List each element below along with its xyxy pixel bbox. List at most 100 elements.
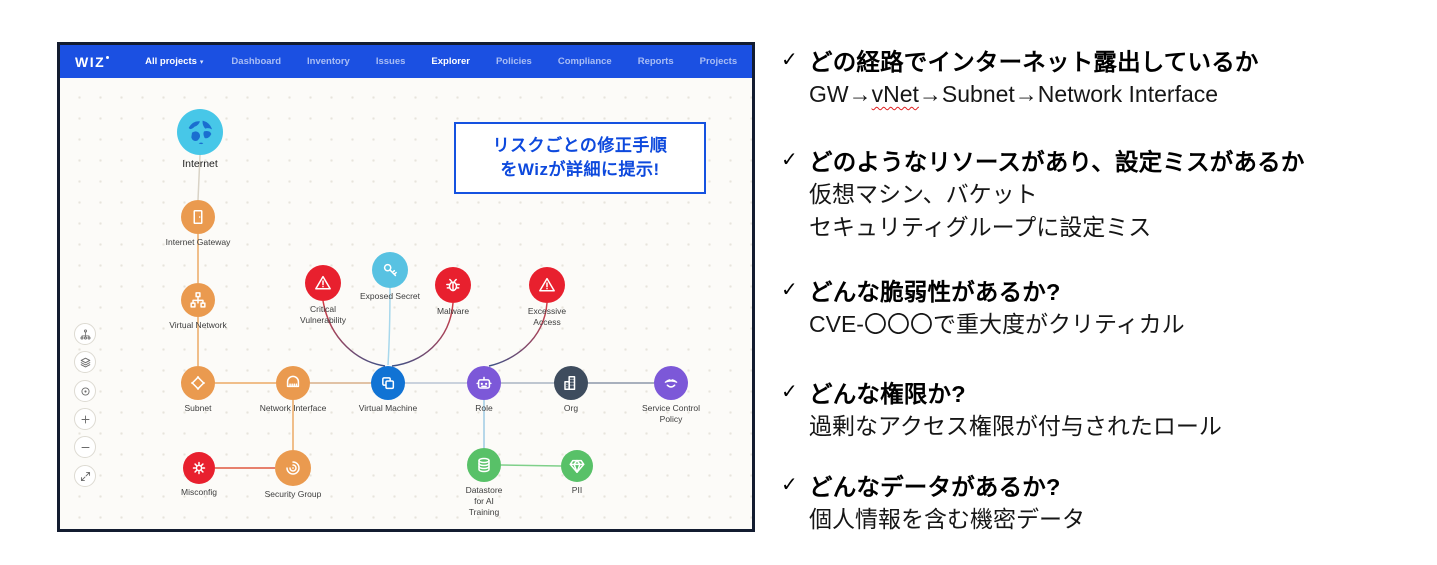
project-selector[interactable]: All projects▾ (145, 56, 203, 67)
node-label-exposed-secret: Exposed Secret (359, 291, 420, 301)
node-org[interactable] (554, 366, 588, 400)
door-icon (188, 207, 208, 227)
nav-item-compliance[interactable]: Compliance (557, 56, 612, 67)
annotation-item-5: ✓どんなデータがあるか?個人情報を含む機密データ (780, 471, 1437, 536)
nav-item-reports[interactable]: Reports (637, 56, 674, 67)
annotation-line: セキュリティグループに設定ミス (809, 214, 1152, 240)
callout-line1: リスクごとの修正手順 (492, 136, 668, 155)
logo-dot (106, 55, 110, 59)
node-label-internet-gateway: Internet Gateway (165, 237, 231, 247)
buildings-icon (561, 373, 581, 393)
warning-icon (313, 273, 333, 293)
chevron-down-icon: ▾ (199, 59, 204, 66)
node-label-misconfig: Misconfig (181, 487, 217, 497)
node-pii[interactable] (561, 450, 593, 482)
annotation-item-4: ✓ どんな権限か? 過剰なアクセス権限が付与されたロール (780, 378, 1437, 443)
node-service-control-policy[interactable] (654, 366, 688, 400)
check-icon: ✓ (781, 279, 798, 301)
expand-icon (79, 470, 92, 483)
check-icon: ✓ (781, 381, 798, 403)
nic-icon (283, 373, 303, 393)
wiz-screenshot-frame: WIZ All projects▾ Dashboard Inventory Issu… (57, 42, 755, 532)
node-label-subnet: Subnet (184, 403, 212, 413)
toolbar-tree-button[interactable] (74, 323, 96, 345)
annotation-heading: どんなデータがあるか? (809, 474, 1061, 500)
tree-icon (79, 328, 92, 341)
node-label-critical-vulnerability: Critical Vulnerability (300, 304, 346, 326)
node-datastore[interactable] (467, 448, 501, 482)
node-label-malware: Malware (436, 306, 470, 316)
node-network-interface[interactable] (276, 366, 310, 400)
nav-item-explorer[interactable]: Explorer (431, 56, 470, 67)
node-label-pii: PII (571, 485, 583, 495)
node-misconfig[interactable] (183, 452, 215, 484)
annotation-item-2: ✓ どのようなリソースがあり、設定ミスがあるか仮想マシン、バケットセキュリティグル… (780, 146, 1437, 244)
node-label-network-interface: Network Interface (259, 403, 327, 413)
layers-icon (79, 356, 92, 369)
swirl-icon (283, 458, 303, 478)
wiz-logo[interactable]: WIZ (75, 53, 110, 70)
annotation-heading: どんな権限か? (809, 381, 966, 407)
warning-icon (537, 275, 557, 295)
nav-item-inventory[interactable]: Inventory (307, 56, 350, 67)
node-label-datastore: Datastore for AI Training (465, 485, 503, 518)
node-malware[interactable] (435, 267, 471, 303)
toolbar-layers-button[interactable] (74, 351, 96, 373)
annotation-line: GW→vNet→Subnet→Network Interface (809, 81, 1219, 107)
globe-icon (184, 116, 216, 148)
nav-item-policies[interactable]: Policies (495, 56, 532, 67)
nav-item-dashboard[interactable]: Dashboard (231, 56, 282, 67)
callout-box: リスクごとの修正手順 をWizが詳細に提示! (454, 122, 706, 194)
bug-icon (443, 275, 463, 295)
annotation-heading: どんな脆弱性があるか? (809, 279, 1061, 305)
node-subnet[interactable] (181, 366, 215, 400)
annotation-line: 過剰なアクセス権限が付与されたロール (809, 413, 1222, 439)
node-label-role: Role (475, 403, 493, 413)
node-internet[interactable] (177, 109, 223, 155)
toolbar-locate-button[interactable] (74, 380, 96, 402)
annotation-list: ✓ どの経路でインターネット露出しているか GW→vNet→Subnet→Netwo… (780, 0, 1437, 565)
node-label-security-group: Security Group (264, 489, 322, 499)
callout-line2: をWizが詳細に提示! (500, 160, 660, 179)
toolbar-expand-button[interactable] (74, 465, 96, 487)
toolbar-plus-button[interactable] (74, 408, 96, 430)
node-label-virtual-machine: Virtual Machine (358, 403, 418, 413)
node-critical-vulnerability[interactable] (305, 265, 341, 301)
network-icon (188, 290, 208, 310)
node-excessive-access[interactable] (529, 267, 565, 303)
node-role[interactable] (467, 366, 501, 400)
node-label-internet: Internet (182, 158, 218, 170)
annotation-heading: どのようなリソースがあり、設定ミスがあるか (809, 149, 1305, 175)
gear-icon (189, 458, 209, 478)
nav-item-issues[interactable]: Issues (375, 56, 406, 67)
check-icon: ✓ (781, 49, 798, 71)
database-icon (474, 455, 494, 475)
node-virtual-machine[interactable] (371, 366, 405, 400)
annotation-item-1: ✓ どの経路でインターネット露出しているか GW→vNet→Subnet→Netwo… (780, 46, 1437, 111)
node-exposed-secret[interactable] (372, 252, 408, 288)
node-virtual-network[interactable] (181, 283, 215, 317)
nav-menu: Dashboard Inventory Issues Explorer Policies… (231, 56, 737, 67)
project-selector-label: All projects (145, 56, 197, 67)
vm-icon (378, 373, 398, 393)
annotation-heading: どの経路でインターネット露出しているか (809, 49, 1259, 75)
node-internet-gateway[interactable] (181, 200, 215, 234)
annotation-line: 仮想マシン、バケット (809, 181, 1038, 207)
annotation-line: CVE-〇〇〇で重大度がクリティカル (809, 311, 1185, 337)
nav-item-projects[interactable]: Projects (699, 56, 738, 67)
node-label-service-control-policy: Service Control Policy (641, 403, 701, 425)
toolbar-minus-button[interactable] (74, 436, 96, 458)
check-icon: ✓ (781, 149, 798, 171)
wiz-logo-text: WIZ (75, 53, 106, 70)
node-label-excessive-access: Excessive Access (527, 306, 567, 328)
node-security-group[interactable] (275, 450, 311, 486)
graph-edges (197, 154, 654, 469)
annotation-line: 個人情報を含む機密データ (809, 506, 1085, 532)
plus-icon (79, 413, 92, 426)
key-icon (380, 260, 400, 280)
top-nav: WIZ All projects▾ Dashboard Inventory Issu… (60, 45, 752, 78)
subnet-icon (188, 373, 208, 393)
node-label-virtual-network: Virtual Network (169, 320, 227, 330)
